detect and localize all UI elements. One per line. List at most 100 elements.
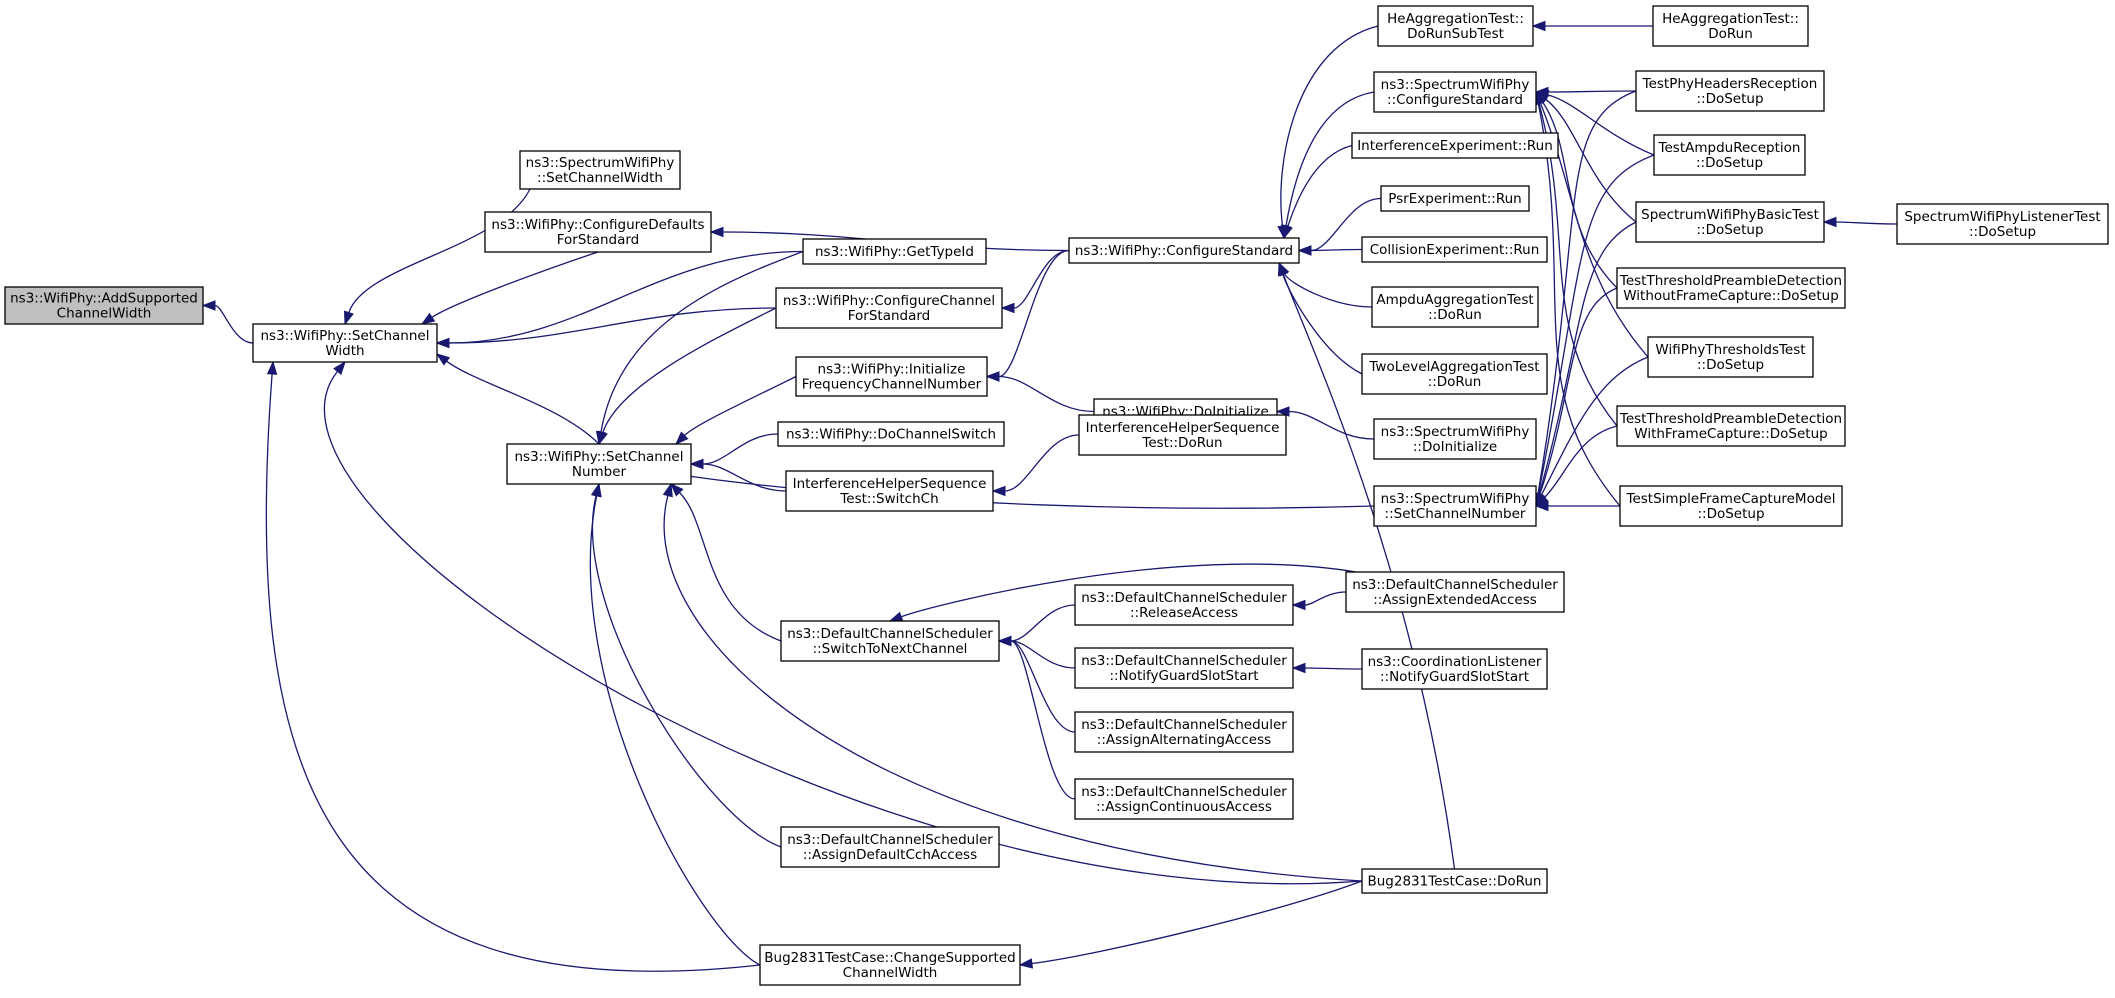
node-spectrumSetChannelNumber[interactable]: ns3::SpectrumWifiPhy::SetChannelNumber (1373, 485, 1537, 527)
node-wifiPhyThresholdsTest[interactable]: WifiPhyThresholdsTest::DoSetup (1647, 336, 1814, 378)
edge-bugDoRun-to-setChannelNumber (663, 495, 1363, 882)
edge-testAmpduReception-to-spectrumConfigureStandard (1547, 94, 1655, 156)
arrowhead-collisionExperimentRun-to-wifiPhyConfigureStandard (1297, 245, 1312, 256)
node-twoLevelAggregationDoRun[interactable]: TwoLevelAggregationTest::DoRun (1361, 353, 1548, 395)
node-assignContinuousAccess[interactable]: ns3::DefaultChannelScheduler::AssignCont… (1074, 778, 1294, 820)
arrowhead-assignContinuousAccess-to-switchToNextChannel (997, 635, 1012, 647)
node-assignExtendedAccess[interactable]: ns3::DefaultChannelScheduler::AssignExte… (1345, 571, 1565, 613)
node-box-ampduAggregationDoRun (1371, 286, 1539, 328)
node-setChannelWidth[interactable]: ns3::WifiPhy::SetChannelWidth (252, 323, 438, 363)
edge-spectrumDoInitialize-to-wifiPhyDoInitialize (1288, 410, 1375, 440)
node-switchToNextChannel[interactable]: ns3::DefaultChannelScheduler::SwitchToNe… (780, 620, 1000, 662)
node-label: DoRunSubTest (1407, 26, 1504, 42)
node-label: ::ReleaseAccess (1130, 605, 1238, 621)
node-getTypeId[interactable]: ns3::WifiPhy::GetTypeId (802, 238, 987, 265)
node-box-doChannelSwitch (777, 421, 1005, 447)
edge-testAmpduReception-to-spectrumSetChannelNumber (1537, 154, 1655, 495)
node-configureChannelForStandard[interactable]: ns3::WifiPhy::ConfigureChannelForStandar… (775, 287, 1003, 329)
edge-setChannelNumber-to-setChannelWidth (446, 360, 600, 445)
node-box-bugChangeSupported (759, 944, 1021, 986)
node-thresholdWithoutFrameCapture[interactable]: TestThresholdPreambleDetectionWithoutFra… (1616, 267, 1846, 309)
node-label: ::AssignAlternatingAccess (1097, 732, 1271, 748)
node-bugDoRun[interactable]: Bug2831TestCase::DoRun (1361, 868, 1548, 894)
node-box-setChannelWidth (252, 323, 438, 363)
node-bugChangeSupported[interactable]: Bug2831TestCase::ChangeSupportedChannelW… (759, 944, 1021, 986)
node-box-assignAlternatingAccess (1074, 711, 1294, 753)
arrowhead-bugDoRun-to-setChannelWidth (333, 360, 346, 376)
node-assignAlternatingAccess[interactable]: ns3::DefaultChannelScheduler::AssignAlte… (1074, 711, 1294, 753)
node-initializeFrequencyChannelNumber[interactable]: ns3::WifiPhy::InitializeFrequencyChannel… (795, 356, 988, 397)
node-box-releaseAccess (1074, 584, 1294, 626)
node-heDoRun[interactable]: HeAggregationTest::DoRun (1652, 5, 1809, 47)
node-box-collisionExperimentRun (1361, 236, 1548, 263)
arrowhead-setChannelNumber-to-setChannelWidth (435, 353, 451, 366)
node-box-interferenceDoRun (1078, 414, 1287, 456)
node-label: ::AssignDefaultCchAccess (803, 847, 977, 863)
node-notifyGuardSlotStart[interactable]: ns3::DefaultChannelScheduler::NotifyGuar… (1074, 647, 1294, 689)
node-box-psrExperimentRun (1380, 185, 1530, 212)
arrowhead-heDoRun-to-heDoRunSubTest (1531, 20, 1546, 32)
arrowhead-spectrumSetChannelWidth-to-setChannelWidth (343, 310, 354, 326)
edge-thresholdWithFrameCapture-to-spectrumSetChannelNumber (1544, 425, 1618, 498)
node-label: WithFrameCapture::DoSetup (1634, 426, 1827, 442)
node-collisionExperimentRun[interactable]: CollisionExperiment::Run (1361, 236, 1548, 263)
node-box-testAmpduReception (1653, 134, 1806, 176)
node-testPhyHeadersReception[interactable]: TestPhyHeadersReception::DoSetup (1635, 70, 1825, 112)
edge-configureDefaultsForStandard-to-setChannelWidth (431, 251, 599, 318)
node-box-spectrumDoInitialize (1373, 418, 1537, 460)
edge-testPhyHeadersReception-to-spectrumSetChannelNumber (1537, 90, 1637, 495)
arrowhead-wifiPhyDoInitialize-to-initializeFrequencyChannelNumber (985, 371, 1000, 382)
arrowhead-bugDoRun-to-setChannelNumber (662, 482, 673, 498)
edge-bugDoRun-to-bugChangeSupported (1031, 880, 1363, 965)
node-spectrumListenerTest[interactable]: SpectrumWifiPhyListenerTest::DoSetup (1896, 203, 2109, 245)
node-label: ::DoSetup (1697, 357, 1764, 373)
node-simpleFrameCaptureModel[interactable]: TestSimpleFrameCaptureModel::DoSetup (1619, 485, 1843, 527)
node-box-spectrumSetChannelWidth (519, 150, 681, 190)
node-label: ns3::DefaultChannelScheduler (1352, 577, 1558, 593)
node-spectrumDoInitialize[interactable]: ns3::SpectrumWifiPhy::DoInitialize (1373, 418, 1537, 460)
node-heDoRunSubTest[interactable]: HeAggregationTest::DoRunSubTest (1377, 5, 1534, 47)
edge-coordinationNotifyGuardSlotStart-to-notifyGuardSlotStart (1304, 667, 1363, 670)
node-thresholdWithFrameCapture[interactable]: TestThresholdPreambleDetectionWithFrameC… (1616, 405, 1846, 447)
node-spectrumBasicTest[interactable]: SpectrumWifiPhyBasicTest::DoSetup (1635, 201, 1825, 243)
node-releaseAccess[interactable]: ns3::DefaultChannelScheduler::ReleaseAcc… (1074, 584, 1294, 626)
edge-wifiPhyThresholdsTest-to-spectrumSetChannelNumber (1540, 356, 1649, 496)
node-box-heDoRun (1652, 5, 1809, 47)
node-coordinationNotifyGuardSlotStart[interactable]: ns3::CoordinationListener::NotifyGuardSl… (1361, 648, 1548, 690)
node-interferenceExperimentRun[interactable]: InterferenceExperiment::Run (1351, 132, 1559, 159)
node-ampduAggregationDoRun[interactable]: AmpduAggregationTest::DoRun (1371, 286, 1539, 328)
node-doChannelSwitch[interactable]: ns3::WifiPhy::DoChannelSwitch (777, 421, 1005, 447)
node-testAmpduReception[interactable]: TestAmpduReception::DoSetup (1653, 134, 1806, 176)
arrowhead-wifiPhyConfigureStandard-to-configureDefaultsForStandard (709, 226, 724, 238)
node-label: ::SetChannelWidth (537, 170, 663, 186)
node-label: ::NotifyGuardSlotStart (1109, 668, 1258, 684)
edge-thresholdWithoutFrameCapture-to-spectrumSetChannelNumber (1539, 287, 1618, 495)
edge-interferenceExperimentRun-to-wifiPhyConfigureStandard (1287, 144, 1353, 227)
node-label: TestThresholdPreambleDetection (1619, 273, 1842, 289)
node-psrExperimentRun[interactable]: PsrExperiment::Run (1380, 185, 1530, 212)
node-label: ns3::DefaultChannelScheduler (1081, 653, 1287, 669)
node-assignDefaultCchAccess[interactable]: ns3::DefaultChannelScheduler::AssignDefa… (780, 826, 1000, 868)
arrowhead-assignExtendedAccess-to-releaseAccess (1291, 599, 1306, 611)
node-label: WifiPhyThresholdsTest (1655, 342, 1805, 358)
edge-testPhyHeadersReception-to-spectrumConfigureStandard (1547, 90, 1637, 93)
edge-spectrumListenerTest-to-spectrumBasicTest (1835, 221, 1898, 225)
node-configureDefaultsForStandard[interactable]: ns3::WifiPhy::ConfigureDefaultsForStanda… (484, 211, 712, 253)
node-label: ns3::CoordinationListener (1368, 654, 1542, 670)
node-spectrumSetChannelWidth[interactable]: ns3::SpectrumWifiPhy::SetChannelWidth (519, 150, 681, 190)
node-spectrumConfigureStandard[interactable]: ns3::SpectrumWifiPhy::ConfigureStandard (1373, 71, 1537, 113)
node-label: ::ConfigureStandard (1387, 92, 1523, 108)
node-wifiPhyConfigureStandard[interactable]: ns3::WifiPhy::ConfigureStandard (1068, 237, 1300, 264)
node-setChannelNumber[interactable]: ns3::WifiPhy::SetChannelNumber (506, 443, 692, 485)
node-label: ::DoSetup (1969, 224, 2036, 240)
edge-getTypeId-to-setChannelWidth (448, 250, 804, 344)
node-box-thresholdWithFrameCapture (1616, 405, 1846, 447)
edge-spectrumSetChannelNumber-to-setChannelNumber (656, 470, 1375, 509)
node-label: ::DoSetup (1696, 222, 1763, 238)
arrowhead-interferenceExperimentRun-to-wifiPhyConfigureStandard (1282, 224, 1293, 240)
node-box-notifyGuardSlotStart (1074, 647, 1294, 689)
node-box-configureDefaultsForStandard (484, 211, 712, 253)
